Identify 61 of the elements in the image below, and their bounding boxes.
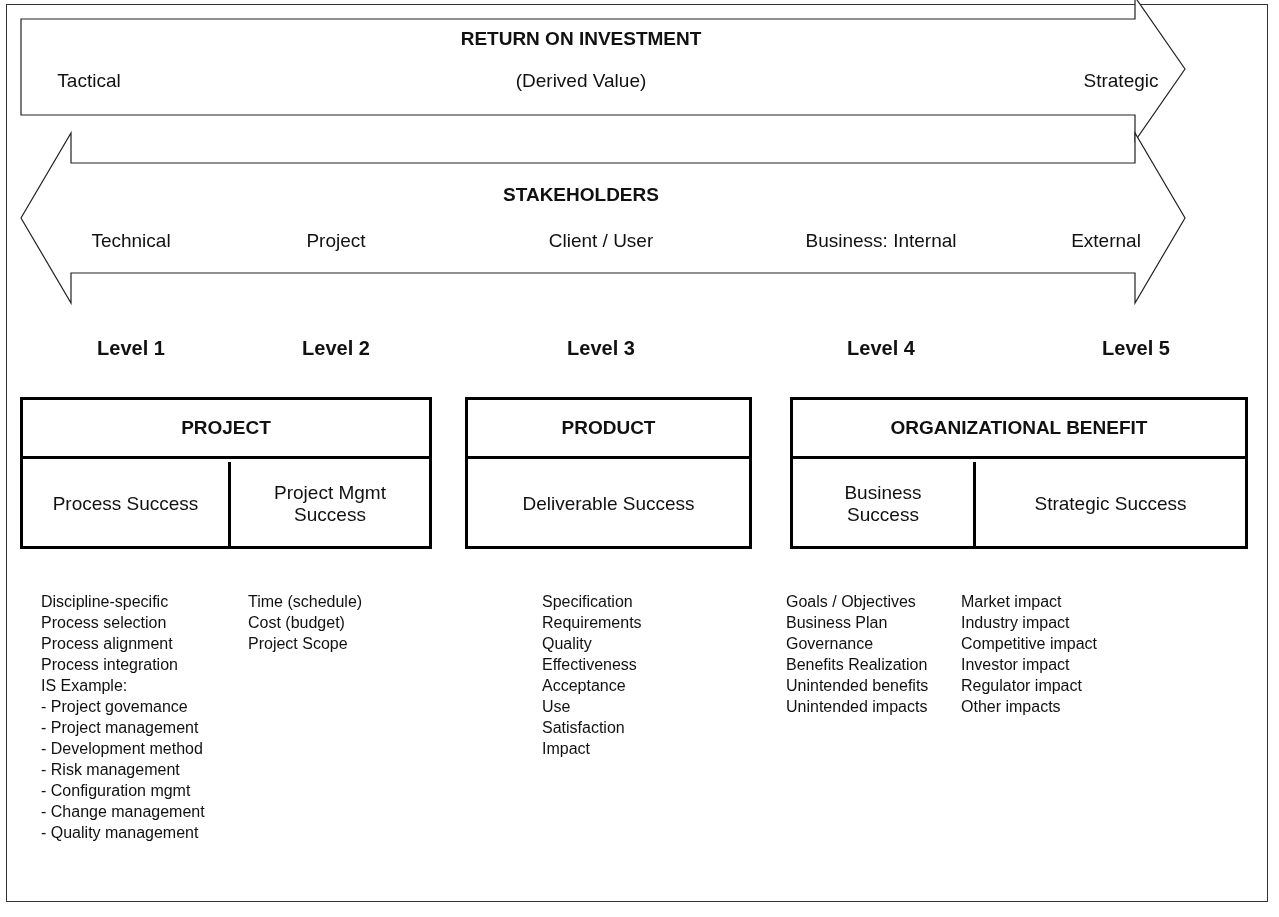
- level-label: Level 2: [302, 337, 370, 359]
- stakeholder-label: Technical: [91, 230, 171, 252]
- list-item: - Configuration mgmt: [41, 781, 191, 801]
- list-item: Business Plan: [786, 613, 888, 633]
- level-label: Level 1: [97, 337, 165, 359]
- stakeholder-label: External: [1071, 230, 1141, 252]
- level-label: Level 3: [567, 337, 635, 359]
- list-item: Impact: [542, 739, 590, 759]
- cell-label: Strategic Success: [973, 462, 1245, 546]
- arrow-label: (Derived Value): [515, 70, 647, 92]
- list-item: - Change management: [41, 802, 205, 822]
- list-item: Benefits Realization: [786, 655, 928, 675]
- box-heading: PROJECT: [23, 400, 429, 459]
- list-item: Time (schedule): [248, 592, 363, 612]
- category-box: [20, 397, 432, 549]
- list-item: Market impact: [961, 592, 1062, 612]
- arrow-end-label: Tactical: [57, 70, 121, 92]
- cell-label: Deliverable Success: [468, 462, 749, 546]
- level-label: Level 5: [1102, 337, 1170, 359]
- stakeholder-label: Client / User: [548, 230, 654, 252]
- list-item: Competitive impact: [961, 634, 1098, 654]
- list-item: Process integration: [41, 655, 178, 675]
- cell-label: Business Success: [793, 462, 973, 546]
- list-item: Cost (budget): [248, 613, 345, 633]
- cell-label: Project Mgmt Success: [228, 462, 429, 546]
- category-box: [790, 397, 1248, 549]
- list-item: IS Example:: [41, 676, 128, 696]
- list-item: Effectiveness: [542, 655, 637, 675]
- list-item: Use: [542, 697, 571, 717]
- list-item: Quality: [542, 634, 592, 654]
- box-heading: ORGANIZATIONAL BENEFIT: [793, 400, 1245, 459]
- list-item: Process selection: [41, 613, 167, 633]
- list-item: Industry impact: [961, 613, 1070, 633]
- list-item: Process alignment: [41, 634, 173, 654]
- arrow-end-label: Strategic: [1083, 70, 1159, 92]
- list-item: - Development method: [41, 739, 203, 759]
- list-item: Other impacts: [961, 697, 1061, 717]
- list-item: Discipline-specific: [41, 592, 169, 612]
- arrow-title: STAKEHOLDERS: [503, 184, 659, 206]
- list-item: Requirements: [542, 613, 642, 633]
- category-box: [465, 397, 752, 549]
- list-item: Goals / Objectives: [786, 592, 916, 612]
- stakeholder-label: Project: [306, 230, 366, 252]
- box-heading: PRODUCT: [468, 400, 749, 459]
- arrow-title: RETURN ON INVESTMENT: [460, 28, 702, 50]
- cell-label: Process Success: [23, 462, 228, 546]
- list-item: Satisfaction: [542, 718, 625, 738]
- list-item: - Risk management: [41, 760, 180, 780]
- list-item: - Project management: [41, 718, 199, 738]
- list-item: Investor impact: [961, 655, 1070, 675]
- list-item: Specification: [542, 592, 633, 612]
- list-item: Regulator impact: [961, 676, 1082, 696]
- list-item: Project Scope: [248, 634, 348, 654]
- list-item: - Quality management: [41, 823, 199, 843]
- level-label: Level 4: [847, 337, 915, 359]
- list-item: Acceptance: [542, 676, 626, 696]
- list-item: Governance: [786, 634, 874, 654]
- list-item: Unintended benefits: [786, 676, 929, 696]
- list-item: - Project govemance: [41, 697, 188, 717]
- stakeholder-label: Business: Internal: [805, 230, 957, 252]
- list-item: Unintended impacts: [786, 697, 928, 717]
